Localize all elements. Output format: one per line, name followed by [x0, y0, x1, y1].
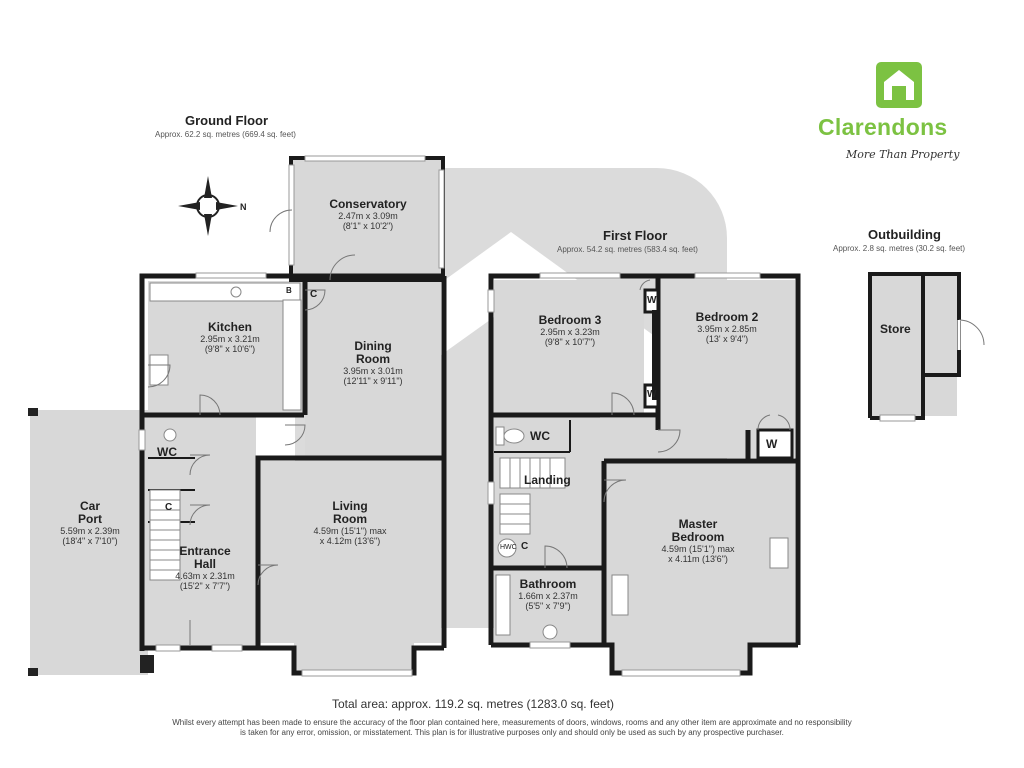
- total-area: Total area: approx. 119.2 sq. metres (12…: [332, 697, 614, 711]
- conservatory-area: [293, 160, 441, 281]
- bathroom-label: Bathroom 1.66m x 2.37m (5'5" x 7'9"): [518, 577, 578, 612]
- wardrobe-label-1: W: [647, 295, 657, 306]
- cupboard-label-ground-2: C: [165, 502, 173, 513]
- outbuilding-area: Approx. 2.8 sq. metres (30.2 sq. feet): [833, 244, 966, 253]
- store-area: [872, 276, 957, 416]
- brand-name: Clarendons: [818, 114, 948, 140]
- bedroom2-area: [658, 280, 795, 458]
- bedroom3-label: Bedroom 3 2.95m x 3.23m (9'8" x 10'7"): [538, 313, 602, 348]
- disclaimer: Whilst every attempt has been made to en…: [172, 718, 852, 737]
- living-label: Living Room 4.59m (15'1") max x 4.12m (1…: [313, 499, 387, 547]
- living-area: [258, 461, 441, 643]
- master-bedroom-label: Master Bedroom 4.59m (15'1") max x 4.11m…: [661, 517, 735, 565]
- carport-area: [30, 410, 148, 675]
- brand-tagline: More Than Property: [846, 148, 960, 161]
- wardrobe-label-3: W: [766, 437, 778, 451]
- bedroom2-label: Bedroom 2 3.95m x 2.85m (13' x 9'4"): [695, 310, 759, 345]
- bedroom3-area: [494, 280, 644, 414]
- dining-area: [305, 281, 441, 461]
- store-label: Store: [880, 322, 911, 336]
- outbuilding-title: Outbuilding: [868, 227, 941, 242]
- wardrobe-label-2: W: [647, 389, 657, 400]
- compass-label: N: [240, 202, 247, 212]
- compass-icon: [178, 176, 238, 236]
- hwc-label: HWC: [500, 544, 517, 551]
- carport-label: Car Port 5.59m x 2.39m (18'4" x 7'10"): [60, 499, 120, 547]
- first-floor-area: Approx. 54.2 sq. metres (583.4 sq. feet): [557, 245, 698, 254]
- cupboard-label-first: C: [521, 541, 529, 552]
- entrance-hall-label: Entrance Hall 4.63m x 2.31m (15'2" x 7'7…: [175, 544, 235, 592]
- wc-ground-label: WC: [157, 445, 177, 459]
- wc-first-label: WC: [530, 429, 550, 443]
- cupboard-label-ground-1: C: [310, 289, 318, 300]
- master-area: [606, 461, 795, 643]
- boiler-label: B: [286, 286, 292, 295]
- landing-label: Landing: [524, 473, 571, 487]
- ground-floor-title: Ground Floor: [185, 113, 269, 128]
- kitchen-area: [148, 281, 305, 415]
- conservatory-label: Conservatory 2.47m x 3.09m (8'1" x 10'2"…: [329, 197, 407, 232]
- clarendons-logo-icon: [876, 62, 922, 108]
- kitchen-label: Kitchen 2.95m x 3.21m (9'8" x 10'6"): [200, 320, 260, 355]
- dining-label: Dining Room 3.95m x 3.01m (12'11" x 9'11…: [343, 339, 403, 387]
- ground-floor-area: Approx. 62.2 sq. metres (669.4 sq. feet): [155, 130, 296, 139]
- first-floor-title: First Floor: [603, 228, 668, 243]
